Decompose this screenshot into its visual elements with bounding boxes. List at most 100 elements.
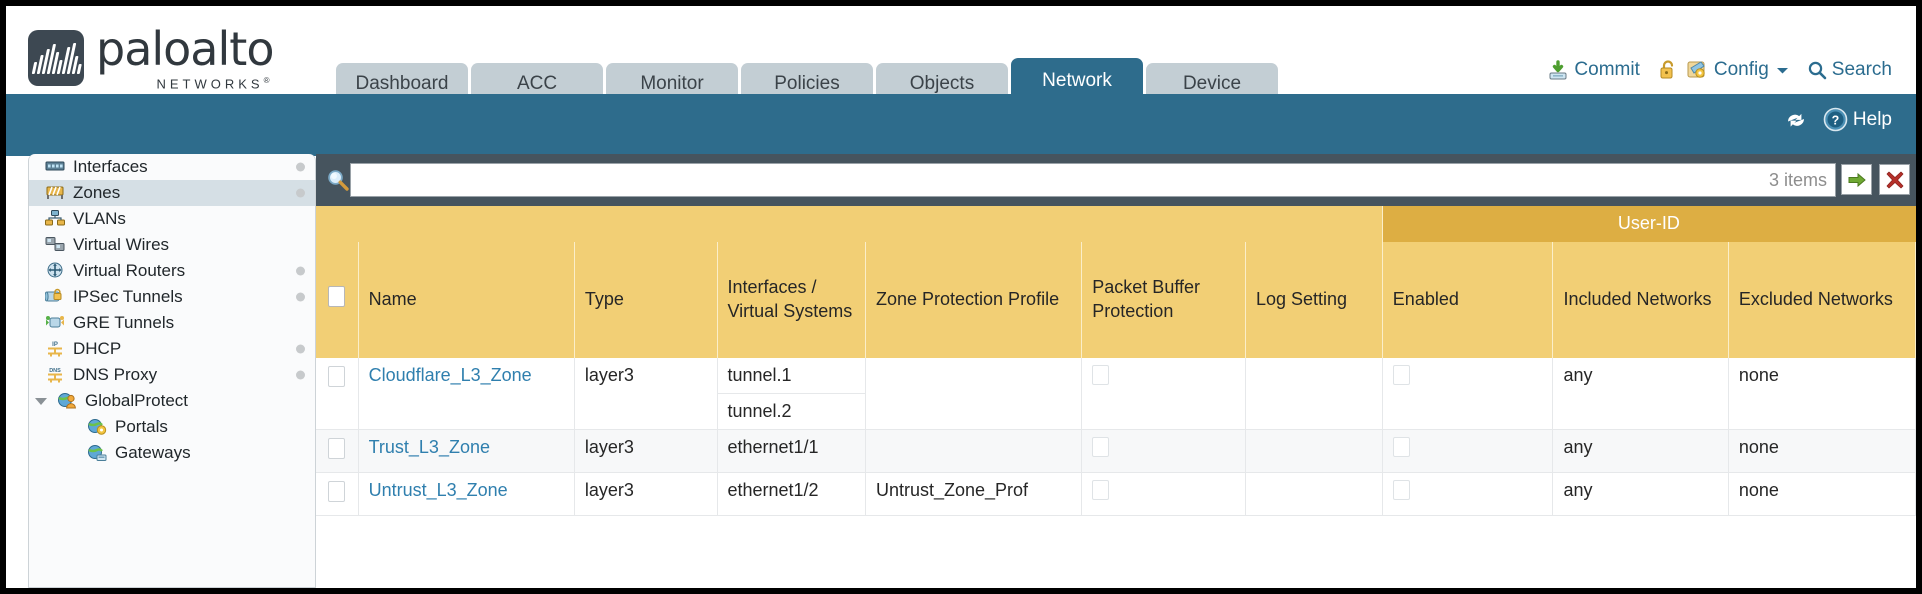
- packet-buffer-checkbox[interactable]: [1092, 365, 1110, 385]
- zones-icon: [45, 184, 65, 202]
- help-label: Help: [1852, 108, 1892, 130]
- cell-included-networks: any: [1552, 429, 1729, 473]
- packet-buffer-checkbox[interactable]: [1092, 480, 1110, 500]
- cell-packet-buffer-protection[interactable]: [1081, 358, 1246, 430]
- sidebar-item-interfaces[interactable]: Interfaces: [29, 154, 315, 180]
- cell-log-setting: [1245, 472, 1383, 516]
- clear-filter-button[interactable]: [1879, 164, 1910, 195]
- sidebar-item-globalprotect[interactable]: GlobalProtect: [29, 388, 315, 414]
- help-icon: ?: [1823, 107, 1848, 132]
- palo-alto-web-ui: paloalto NETWORKS® Dashboard ACC Monitor…: [6, 6, 1916, 588]
- ipsec-tunnels-icon: [44, 288, 65, 306]
- config-menu[interactable]: Config: [1686, 59, 1789, 81]
- cell-name: Untrust_L3_Zone: [358, 472, 575, 516]
- userid-enabled-checkbox[interactable]: [1392, 480, 1410, 500]
- cell-type: layer3: [574, 429, 718, 473]
- tab-label: Device: [1182, 72, 1242, 94]
- sidebar-item-label: Zones: [73, 183, 121, 202]
- refresh-button[interactable]: [1783, 109, 1809, 131]
- sidebar-item-gre-tunnels[interactable]: GRE Tunnels: [29, 310, 315, 336]
- table-head: User-ID Name Type Interfaces / Virtual S…: [316, 206, 1916, 358]
- sidebar-item-gateways[interactable]: Gateways: [29, 440, 315, 466]
- interfaces-icon: [45, 158, 65, 176]
- col-header-enabled[interactable]: Enabled: [1382, 242, 1554, 358]
- toolbar-actions: ? Help: [1783, 107, 1892, 132]
- table-body: Cloudflare_L3_Zone layer3 tunnel.1 tunne…: [316, 358, 1916, 516]
- col-header-packet-buffer-protection[interactable]: Packet Buffer Protection: [1081, 242, 1246, 358]
- filter-input[interactable]: [351, 164, 1835, 196]
- col-header-name[interactable]: Name: [358, 242, 575, 358]
- magnifier-icon[interactable]: [326, 168, 350, 197]
- userid-enabled-checkbox[interactable]: [1392, 365, 1410, 385]
- sidebar-item-zones[interactable]: Zones: [29, 180, 315, 206]
- logo-mark-icon: [28, 30, 84, 86]
- sidebar-item-label: GlobalProtect: [85, 391, 188, 410]
- col-header-log-setting[interactable]: Log Setting: [1245, 242, 1383, 358]
- zones-content-panel: 3 items: [316, 154, 1916, 588]
- tab-label: Monitor: [640, 72, 704, 94]
- col-header-interfaces[interactable]: Interfaces / Virtual Systems: [717, 242, 866, 358]
- packet-buffer-checkbox[interactable]: [1092, 437, 1110, 457]
- zone-name-link[interactable]: Cloudflare_L3_Zone: [368, 365, 532, 385]
- sidebar-item-portals[interactable]: Portals: [29, 414, 315, 440]
- col-header-zone-protection-profile[interactable]: Zone Protection Profile: [865, 242, 1083, 358]
- cell-packet-buffer-protection[interactable]: [1081, 429, 1246, 473]
- sidebar-item-virtual-wires[interactable]: Virtual Wires: [29, 232, 315, 258]
- tab-label: Dashboard: [355, 72, 449, 94]
- cell-zone-protection-profile: Untrust_Zone_Prof: [865, 472, 1083, 516]
- network-sidebar: Interfaces Zones VLANs Virtual Wires: [28, 154, 316, 588]
- cell-interfaces: ethernet1/2: [717, 472, 866, 516]
- commit-label: Commit: [1574, 59, 1640, 80]
- group-header-user-id: User-ID: [1382, 206, 1916, 242]
- sidebar-item-ipsec-tunnels[interactable]: IPSec Tunnels: [29, 284, 315, 310]
- table-row[interactable]: Cloudflare_L3_Zone layer3 tunnel.1 tunne…: [316, 358, 1916, 430]
- col-header-excluded-networks[interactable]: Excluded Networks: [1728, 242, 1916, 358]
- sidebar-item-virtual-routers[interactable]: Virtual Routers: [29, 258, 315, 284]
- virtual-routers-icon: [45, 262, 65, 280]
- row-checkbox[interactable]: [328, 481, 345, 502]
- select-all-checkbox[interactable]: [328, 286, 345, 308]
- unlock-button[interactable]: [1658, 59, 1678, 81]
- zone-name-link[interactable]: Untrust_L3_Zone: [368, 480, 508, 500]
- row-select-cell[interactable]: [316, 358, 359, 430]
- zone-name-link[interactable]: Trust_L3_Zone: [368, 437, 490, 457]
- col-header-type[interactable]: Type: [574, 242, 718, 358]
- cell-userid-enabled[interactable]: [1382, 472, 1554, 516]
- sidebar-item-dns-proxy[interactable]: DNS DNS Proxy: [29, 362, 315, 388]
- filter-input-wrap[interactable]: 3 items: [350, 163, 1836, 197]
- sidebar-item-label: DNS Proxy: [73, 365, 158, 384]
- help-button[interactable]: ? Help: [1823, 107, 1892, 132]
- refresh-icon: [1783, 109, 1809, 131]
- svg-text:?: ?: [1832, 114, 1840, 128]
- table-row[interactable]: Untrust_L3_Zone layer3 ethernet1/2 Untru…: [316, 472, 1916, 516]
- userid-enabled-checkbox[interactable]: [1392, 437, 1410, 457]
- row-select-cell[interactable]: [316, 472, 359, 516]
- row-checkbox[interactable]: [328, 366, 345, 387]
- cell-zone-protection-profile: [865, 429, 1083, 473]
- col-header-included-networks[interactable]: Included Networks: [1552, 242, 1729, 358]
- cell-userid-enabled[interactable]: [1382, 429, 1554, 473]
- cell-packet-buffer-protection[interactable]: [1081, 472, 1246, 516]
- commit-button[interactable]: Commit: [1547, 59, 1640, 81]
- table-row[interactable]: Trust_L3_Zone layer3 ethernet1/1 any non…: [316, 429, 1916, 473]
- apply-filter-button[interactable]: [1841, 164, 1872, 195]
- sidebar-item-vlans[interactable]: VLANs: [29, 206, 315, 232]
- items-count: 3 items: [1768, 169, 1827, 190]
- vlans-icon: [45, 210, 65, 228]
- cell-log-setting: [1245, 358, 1383, 430]
- status-dot: [296, 162, 305, 172]
- config-icon: [1686, 59, 1709, 81]
- secondary-toolbar: ? Help: [6, 94, 1916, 156]
- row-select-cell[interactable]: [316, 429, 359, 473]
- palo-alto-logo: paloalto NETWORKS®: [28, 26, 274, 91]
- select-all-header[interactable]: [316, 242, 359, 358]
- sidebar-item-dhcp[interactable]: IP DHCP: [29, 336, 315, 362]
- table-group-header-row: User-ID: [316, 206, 1916, 242]
- expand-caret-icon[interactable]: [35, 397, 47, 405]
- zones-table-wrap: User-ID Name Type Interfaces / Virtual S…: [316, 206, 1916, 588]
- cell-userid-enabled[interactable]: [1382, 358, 1554, 430]
- cell-interfaces: tunnel.1 tunnel.2: [717, 358, 866, 430]
- row-checkbox[interactable]: [328, 438, 345, 459]
- search-button[interactable]: Search: [1807, 59, 1892, 81]
- sidebar-item-label: VLANs: [73, 209, 126, 228]
